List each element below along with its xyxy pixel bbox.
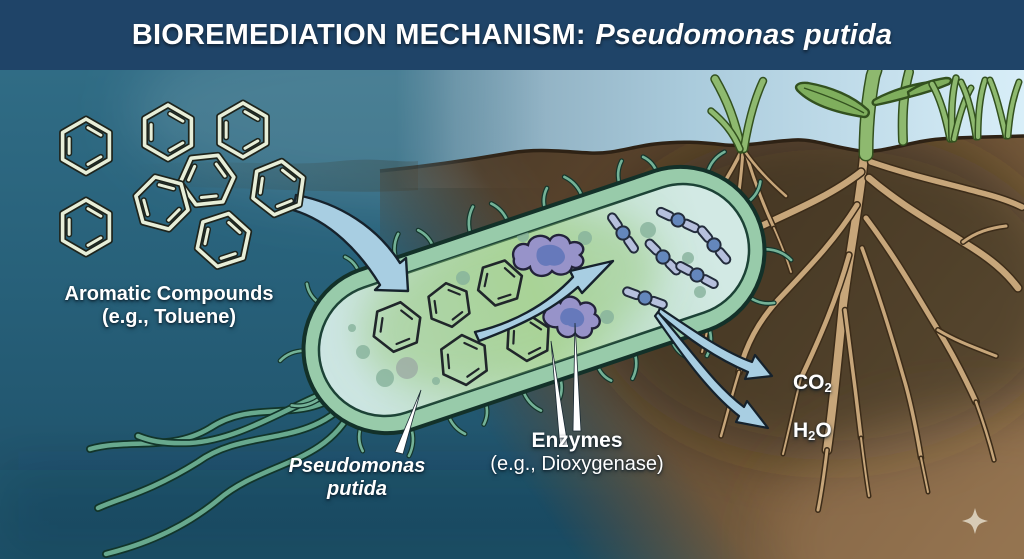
organism-label-line1: Pseudomonas — [288, 455, 426, 477]
organism-leader-line — [394, 389, 422, 455]
metabolite-fragment — [696, 225, 732, 265]
soil-line — [379, 134, 1024, 173]
benzene-ring-internal — [439, 333, 489, 387]
h2o-o: O — [815, 419, 832, 442]
granule — [600, 310, 614, 324]
title-prefix: BIOREMEDIATION MECHANISM: — [131, 18, 586, 51]
enzymes-label-line2: (e.g., Dioxygenase) — [490, 453, 664, 476]
enzyme-leader-line-left — [550, 340, 569, 448]
granule — [578, 231, 592, 245]
benzene-ring-internal — [476, 259, 524, 307]
granule — [376, 369, 394, 387]
title-bar: BIOREMEDIATION MECHANISM: Pseudomonas put… — [0, 0, 1024, 70]
h2o-h: H — [793, 419, 809, 442]
enzyme-blob-upper — [511, 233, 585, 278]
soil-light-patch — [770, 410, 1024, 559]
benzene-ring — [249, 157, 307, 219]
sparkle-icon — [962, 508, 988, 534]
granule — [682, 252, 694, 264]
granule — [694, 286, 706, 298]
granule — [396, 357, 418, 379]
organism-label-line2: putida — [327, 478, 387, 500]
aromatic-compounds-label: Aromatic Compounds (e.g., Toluene) — [38, 283, 300, 329]
metabolite-fragment — [622, 286, 668, 310]
benzene-ring — [176, 151, 238, 209]
metabolite-fragment — [655, 206, 701, 234]
leader-lines — [394, 322, 582, 455]
granule — [356, 345, 370, 359]
metabolite-fragment — [675, 260, 719, 290]
enzymes-label: Enzymes (e.g., Dioxygenase) — [467, 429, 687, 476]
benzene-ring-internal — [372, 300, 422, 354]
benzene-ring — [216, 99, 270, 161]
granule — [456, 271, 470, 285]
co2-subscript: 2 — [824, 380, 832, 396]
title-species: Pseudomonas putida — [595, 18, 893, 51]
h2o-label: H2O — [793, 419, 832, 444]
intake-arrow — [291, 193, 410, 293]
co2-arrow — [656, 306, 774, 381]
benzene-ring — [59, 115, 113, 177]
submerged-ridge — [130, 159, 418, 192]
enzyme-leader-line-right — [572, 322, 582, 432]
h2o-subscript: 2 — [808, 428, 816, 444]
page-title: BIOREMEDIATION MECHANISM: Pseudomonas put… — [132, 19, 892, 52]
metabolite-fragment — [607, 212, 639, 254]
benzene-ring — [193, 210, 253, 270]
cytoplasm-granules — [348, 222, 706, 387]
benzene-ring — [141, 101, 195, 163]
metabolite-fragment — [644, 238, 682, 276]
degraded-metabolite-fragments — [607, 206, 732, 310]
h2o-arrow — [653, 310, 770, 430]
degradation-arrow — [473, 259, 615, 343]
diagram-canvas — [0, 70, 1024, 559]
aromatic-compounds-label-line2: (e.g., Toluene) — [101, 306, 237, 328]
benzene-ring — [132, 173, 192, 233]
granule — [640, 222, 656, 238]
plant-leaf — [906, 76, 953, 99]
aromatic-compound-cluster — [59, 99, 307, 270]
benzene-ring — [59, 196, 113, 258]
organism-label: Pseudomonas putida — [257, 455, 457, 501]
enzymes-label-line1: Enzymes — [531, 429, 623, 452]
aromatic-compounds-label-line1: Aromatic Compounds — [64, 283, 274, 305]
plants — [707, 70, 1023, 162]
bacterium — [86, 149, 794, 558]
granule — [348, 324, 356, 332]
co2-label: CO2 — [793, 371, 832, 396]
granule — [432, 377, 440, 385]
benzene-ring-internal — [427, 281, 471, 329]
co2-base: CO — [793, 371, 825, 394]
